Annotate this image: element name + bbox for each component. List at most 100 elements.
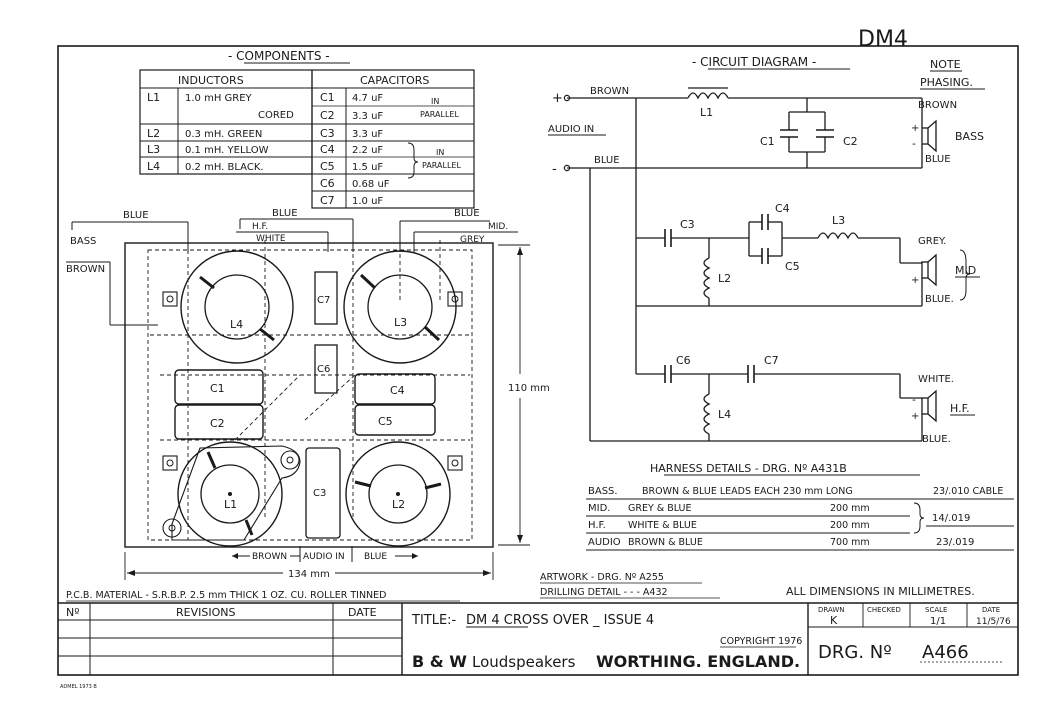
l4-label: L4 [718, 408, 731, 421]
pcb-blue-top-label: BLUE [272, 208, 298, 219]
c6-label: C6 [676, 354, 691, 367]
dimensions-note: ALL DIMENSIONS IN MILLIMETRES. [786, 585, 975, 598]
drawn-value: K [830, 614, 838, 627]
cap-ref-c4: C4 [320, 143, 335, 156]
cap-ref-c3: C3 [320, 127, 335, 140]
bass-plus: + [911, 123, 919, 134]
cap-ref-c5: C5 [320, 160, 335, 173]
bass-minus: - [912, 137, 916, 150]
pcb-hf-label: H.F. [252, 222, 268, 232]
harness-row-bass-name: BASS. [588, 486, 618, 497]
pcb-width-dimension: 134 mm [288, 569, 330, 580]
pcb-blue-right-label: BLUE [454, 208, 480, 219]
c3-label: C3 [680, 218, 695, 231]
artwork-note: ARTWORK - DRG. Nº A255 [540, 572, 664, 583]
pcb-c7-label: C7 [317, 295, 330, 306]
pcb-board-outline [124, 242, 494, 548]
sheet-model-label: DM4 [858, 27, 908, 52]
harness-row-audio-cable: 23/.019 [936, 537, 974, 548]
scale-value: 1/1 [930, 616, 946, 627]
audio-in-label: AUDIO IN [548, 124, 594, 135]
title-block: Nº REVISIONS DATE TITLE:- DM 4 CROSS OVE… [58, 602, 1018, 675]
hf-top-wire: WHITE. [918, 374, 954, 385]
l2-coil-symbol [703, 257, 711, 299]
pcb-c5 [354, 404, 436, 436]
harness-row-audio-length: 700 mm [830, 537, 870, 548]
harness-row-audio-desc: BROWN & BLUE [628, 537, 703, 548]
cap-value-c7: 1.0 uF [352, 196, 383, 207]
harness-row-mid-desc: GREY & BLUE [628, 503, 692, 514]
inductor-value-l1: 1.0 mH GREY [185, 93, 253, 104]
mid-top-wire: GREY. [918, 236, 946, 247]
c7-label: C7 [764, 354, 779, 367]
inductor-value-l2: 0.3 mH. GREEN [185, 129, 262, 140]
pcb-c1 [174, 369, 264, 405]
cap-note-parallel-2: PARALLEL [422, 161, 461, 170]
harness-details: HARNESS DETAILS - DRG. Nº A431B BASS. BR… [586, 462, 1014, 551]
input-minus: - [552, 162, 557, 177]
l2-label: L2 [718, 272, 731, 285]
pcb-bottom-blue: BLUE [364, 552, 387, 562]
pcb-l2-label: L2 [392, 498, 405, 511]
pcb-l2-coil [345, 441, 451, 547]
inductor-ref-l4: L4 [147, 160, 160, 173]
drawn-label: DRAWN [818, 606, 845, 614]
cap-note-in-2: IN [436, 148, 444, 157]
l4-coil-symbol [703, 393, 711, 435]
harness-row-bass-desc: BROWN & BLUE LEADS EACH 230 mm LONG [642, 486, 853, 497]
inductors-header: INDUCTORS [178, 74, 244, 87]
checked-label: CHECKED [867, 606, 901, 614]
pcb-l4-coil [180, 250, 294, 364]
cap-note-in-1: IN [431, 97, 439, 106]
drg-label: DRG. Nº [818, 642, 892, 663]
c4-label: C4 [775, 202, 790, 215]
inductor-value-l3: 0.1 mH. YELLOW [185, 145, 269, 156]
circuit-title: - CIRCUIT DIAGRAM - [692, 55, 816, 69]
pcb-grey-label: GREY [460, 235, 485, 245]
revisions-date-header: DATE [348, 606, 377, 619]
pcb-bottom-audio-in: AUDIO IN [303, 552, 345, 562]
harness-row-bass-cable: 23/.010 CABLE [933, 486, 1003, 497]
company-bw: B & W [412, 652, 467, 671]
company-loudspeakers: Loudspeakers [472, 653, 576, 671]
inductor-ref-l3: L3 [147, 143, 160, 156]
pcb-c1-label: C1 [210, 382, 225, 395]
hf-plus: + [911, 411, 919, 422]
copyright: COPYRIGHT 1976 [720, 636, 802, 647]
cap-value-c1: 4.7 uF [352, 93, 383, 104]
company-place: WORTHING. ENGLAND. [596, 652, 800, 671]
pcb-l1-bracket [171, 445, 301, 541]
inductor-extra-l1: CORED [258, 110, 294, 121]
pcb-c2 [174, 404, 264, 440]
cap-note-parallel-1: PARALLEL [420, 110, 459, 119]
circuit-diagram: - CIRCUIT DIAGRAM - NOTE PHASING. + - BR… [548, 55, 985, 445]
cap-ref-c6: C6 [320, 177, 335, 190]
pcb-l4-label: L4 [230, 318, 243, 331]
cap-ref-c2: C2 [320, 109, 335, 122]
pcb-c2-label: C2 [210, 417, 225, 430]
note-title: NOTE [930, 58, 961, 71]
pcb-c6 [314, 344, 338, 394]
cap-ref-c7: C7 [320, 194, 335, 207]
revisions-header: REVISIONS [176, 606, 235, 619]
pcb-material-note: P.C.B. MATERIAL - S.R.B.P. 2.5 mm THICK … [66, 590, 387, 601]
mid-bottom-wire: BLUE. [925, 294, 954, 305]
harness-row-hf-length: 200 mm [830, 520, 870, 531]
harness-row-mid-name: MID. [588, 503, 610, 514]
harness-row-hf-desc: WHITE & BLUE [628, 520, 697, 531]
cap-value-c2: 3.3 uF [352, 111, 383, 122]
pcb-c7 [314, 271, 338, 325]
c1-label: C1 [760, 135, 775, 148]
mid-minus: - [912, 256, 916, 269]
drg-value: A466 [922, 642, 969, 663]
title-value: DM 4 CROSS OVER _ ISSUE 4 [466, 613, 654, 628]
pcb-layout: BLUE BASS BROWN BLUE H.F. WHITE BLUE MID… [66, 208, 550, 580]
inductor-ref-l2: L2 [147, 127, 160, 140]
pcb-c6-label: C6 [317, 364, 330, 375]
cap-value-c6: 0.68 uF [352, 179, 390, 190]
pcb-c3 [305, 447, 341, 539]
bass-name: BASS [955, 130, 984, 143]
pcb-white-label: WHITE [256, 234, 286, 244]
pcb-c4-label: C4 [390, 384, 405, 397]
